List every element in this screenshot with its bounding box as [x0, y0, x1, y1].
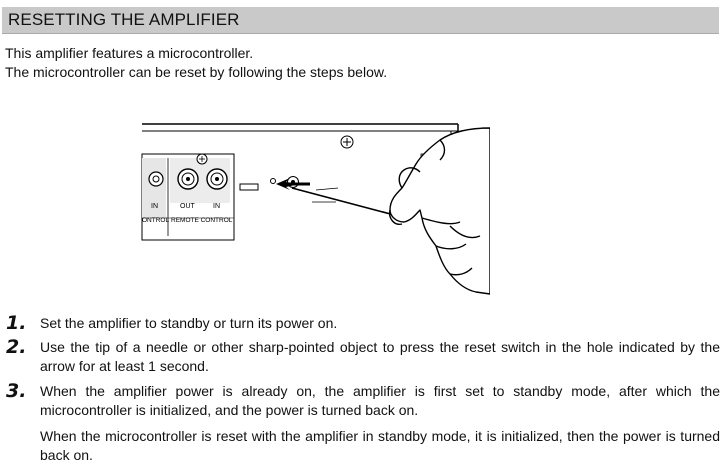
- label-out: OUT: [180, 203, 196, 210]
- intro-line-2: The microcontroller can be reset by foll…: [5, 64, 388, 80]
- amplifier-rear-panel-drawing: IN OUT IN ONTROL REMOTE CONTROL: [141, 123, 491, 295]
- terminal-panel: IN OUT IN ONTROL REMOTE CONTROL: [141, 153, 235, 241]
- step-number: 2.: [6, 336, 27, 358]
- step-note: When the microcontroller is reset with t…: [40, 428, 720, 463]
- step-text: Use the tip of a needle or other sharp-p…: [40, 339, 720, 374]
- needle-icon: [291, 187, 399, 217]
- label-control-left: ONTROL: [142, 217, 169, 224]
- hand-icon: [388, 127, 491, 295]
- step-text: When the amplifier power is already on, …: [40, 383, 720, 418]
- intro-line-1: This amplifier features a microcontrolle…: [5, 45, 254, 61]
- label-in-right: IN: [213, 203, 220, 210]
- step-text: Set the amplifier to standby or turn its…: [40, 315, 338, 331]
- intro-text: This amplifier features a microcontrolle…: [5, 44, 387, 82]
- section-title: RESETTING THE AMPLIFIER: [8, 10, 240, 29]
- reset-illustration: IN OUT IN ONTROL REMOTE CONTROL: [140, 118, 491, 298]
- screw-icon: [340, 135, 354, 149]
- arrow-icon: [276, 178, 310, 190]
- label-in-left: IN: [151, 203, 158, 210]
- step-number: 1.: [6, 312, 27, 334]
- slot-icon: [239, 183, 259, 191]
- section-header: RESETTING THE AMPLIFIER: [2, 7, 719, 34]
- reset-hole-icon: [270, 178, 276, 184]
- step-number: 3.: [6, 380, 27, 402]
- label-remote-control: REMOTE CONTROL: [171, 217, 233, 224]
